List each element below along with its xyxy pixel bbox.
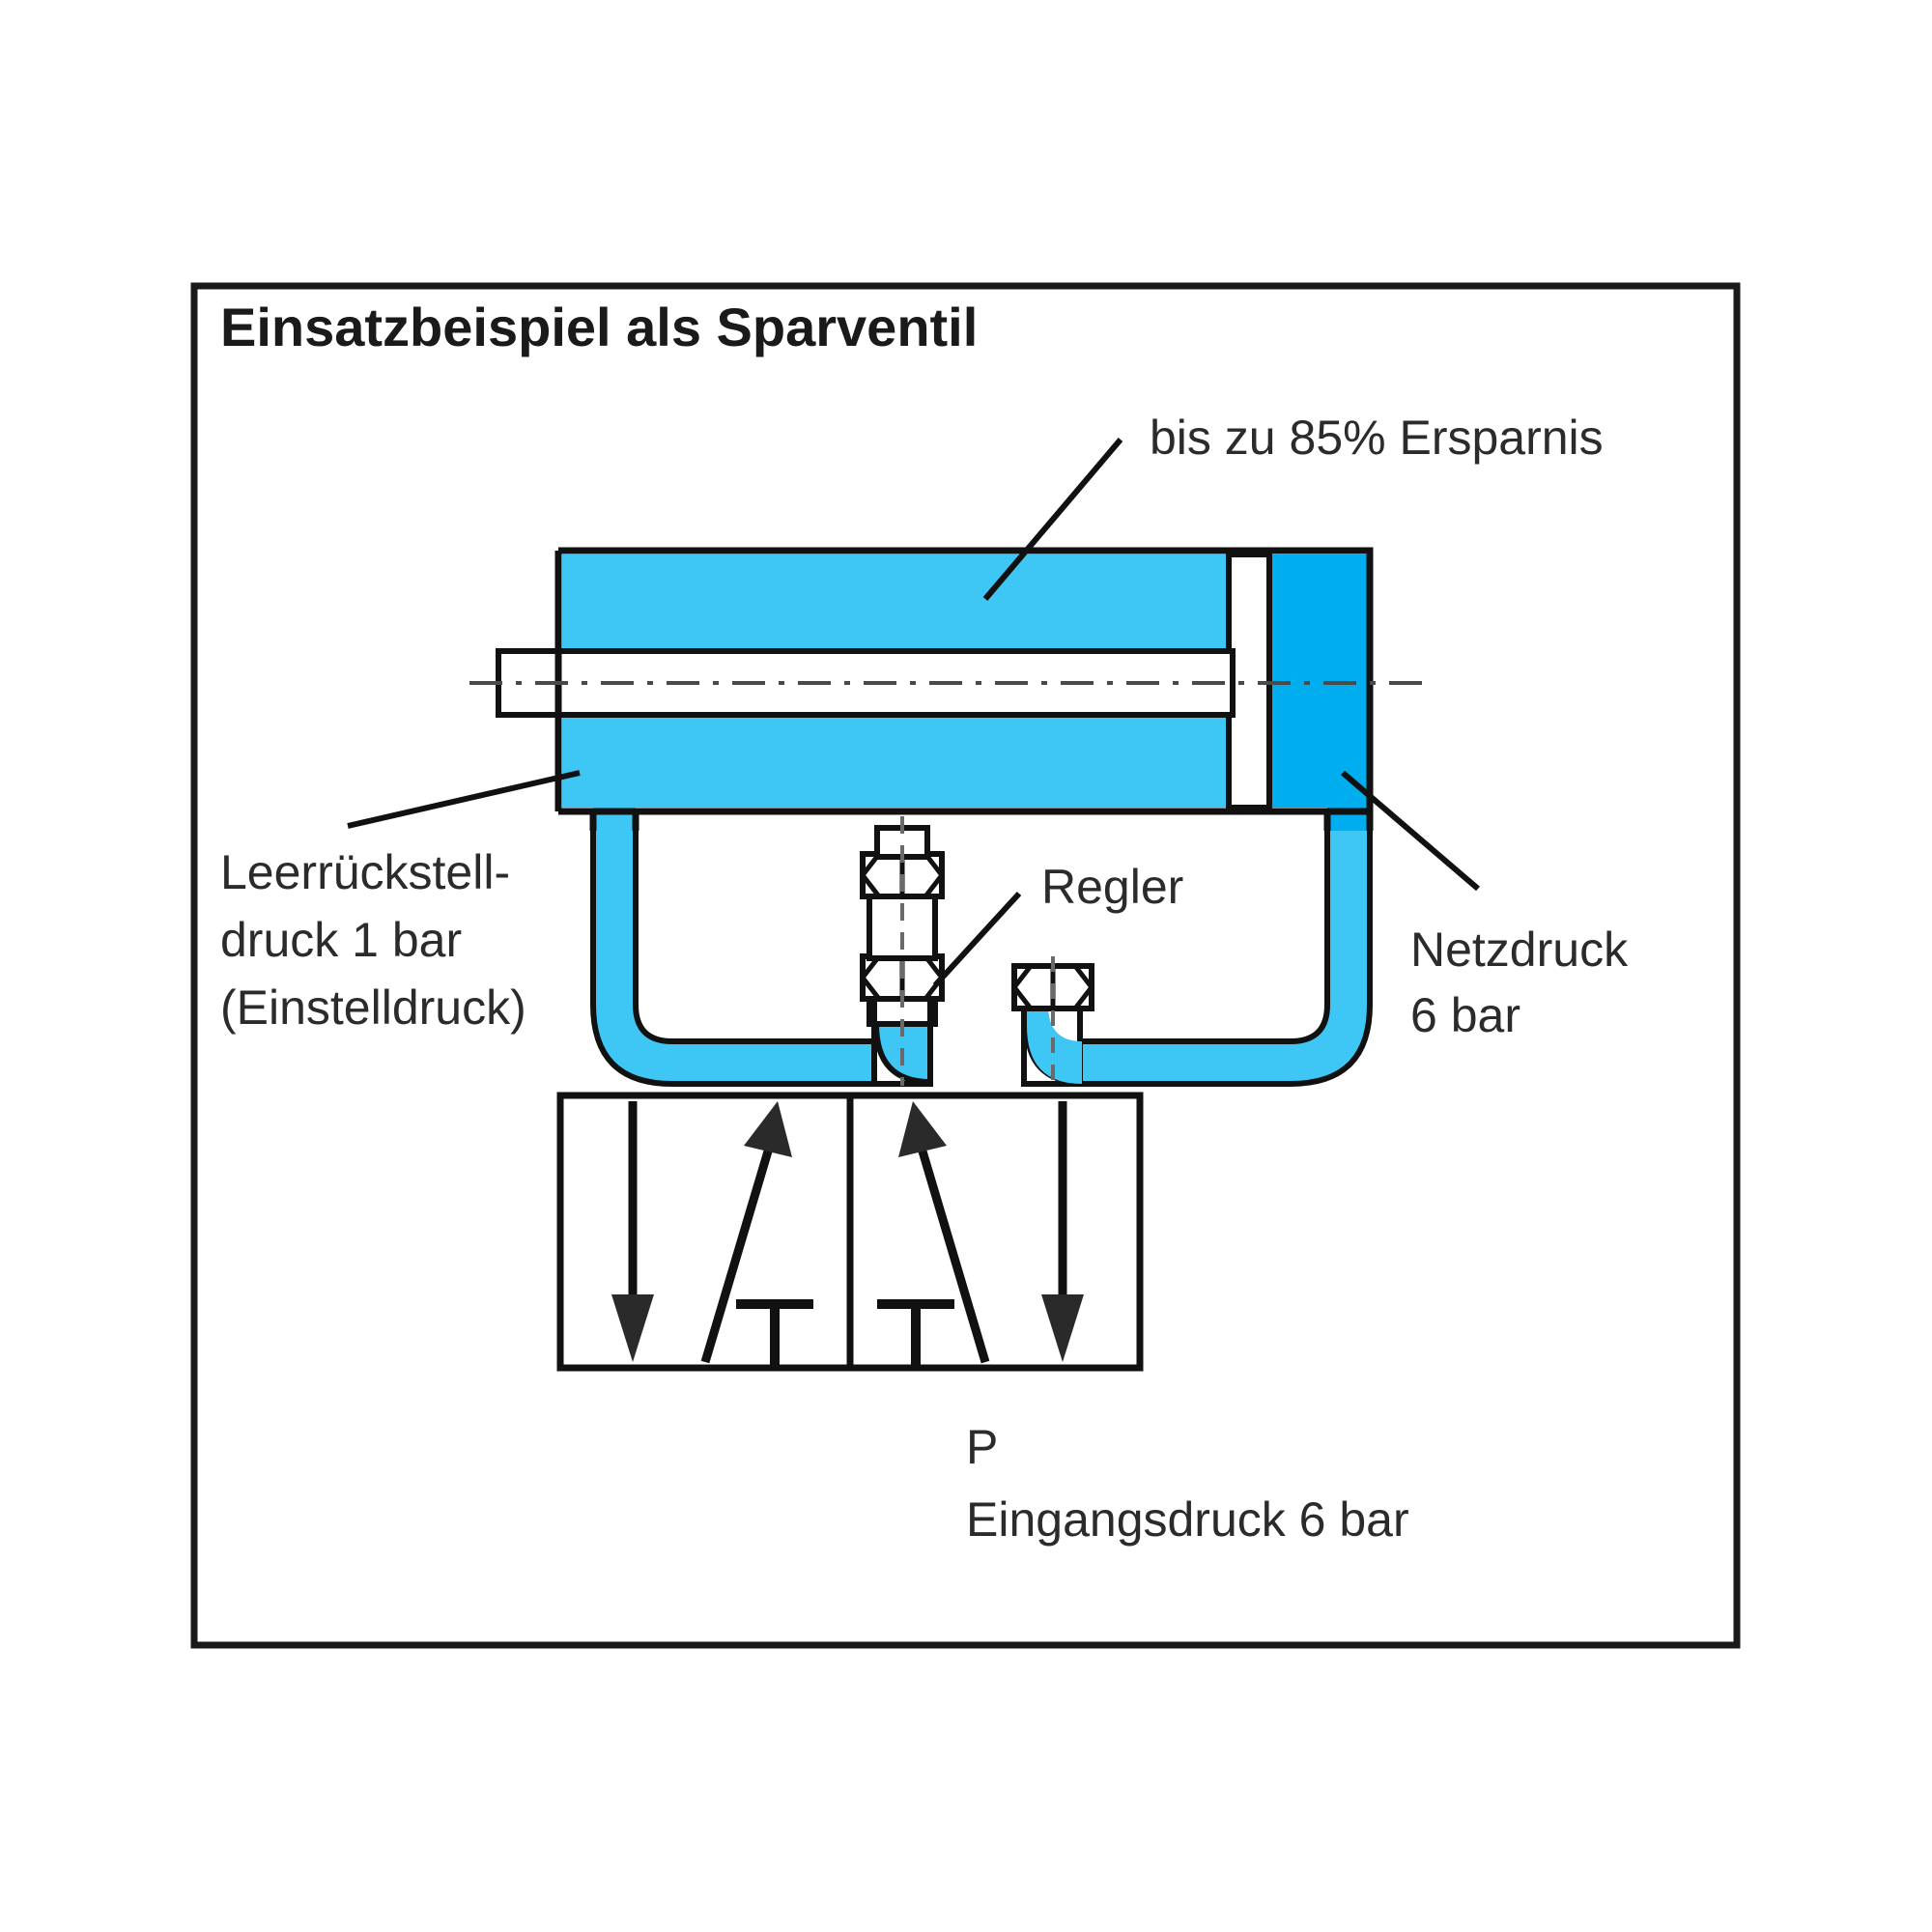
pressure-regulator [792, 816, 946, 1087]
label-return-pressure-line3: (Einstelldruck) [220, 980, 526, 1035]
pipe-fitting [1010, 956, 1095, 1087]
directional-valve-symbol [556, 1092, 1144, 1372]
label-supply-pressure: Eingangsdruck 6 bar [966, 1492, 1409, 1547]
valve-box-left [611, 1101, 813, 1366]
leader-lines [347, 438, 1480, 988]
label-return-pressure-line1: Leerrückstell- [220, 845, 510, 899]
blue-piping [590, 811, 1373, 1087]
label-supply-port: P [966, 1420, 998, 1474]
diagram-frame [190, 282, 1741, 1649]
label-network-pressure-line2: 6 bar [1410, 988, 1520, 1042]
label-regulator: Regler [1041, 860, 1183, 914]
leader-savings [982, 438, 1123, 601]
cylinder-outline [554, 547, 1374, 831]
leader-return-pressure [347, 770, 581, 829]
label-savings: bis zu 85% Ersparnis [1150, 411, 1604, 465]
leader-regulator [932, 891, 1022, 988]
label-network-pressure-line1: Netzdruck [1410, 923, 1629, 977]
leader-network-pressure [1341, 770, 1480, 892]
valve-box-right [877, 1101, 1084, 1366]
pneumatic-cylinder [469, 547, 1428, 831]
page-title: Einsatzbeispiel als Sparventil [220, 297, 978, 357]
label-return-pressure-line2: druck 1 bar [220, 913, 462, 967]
